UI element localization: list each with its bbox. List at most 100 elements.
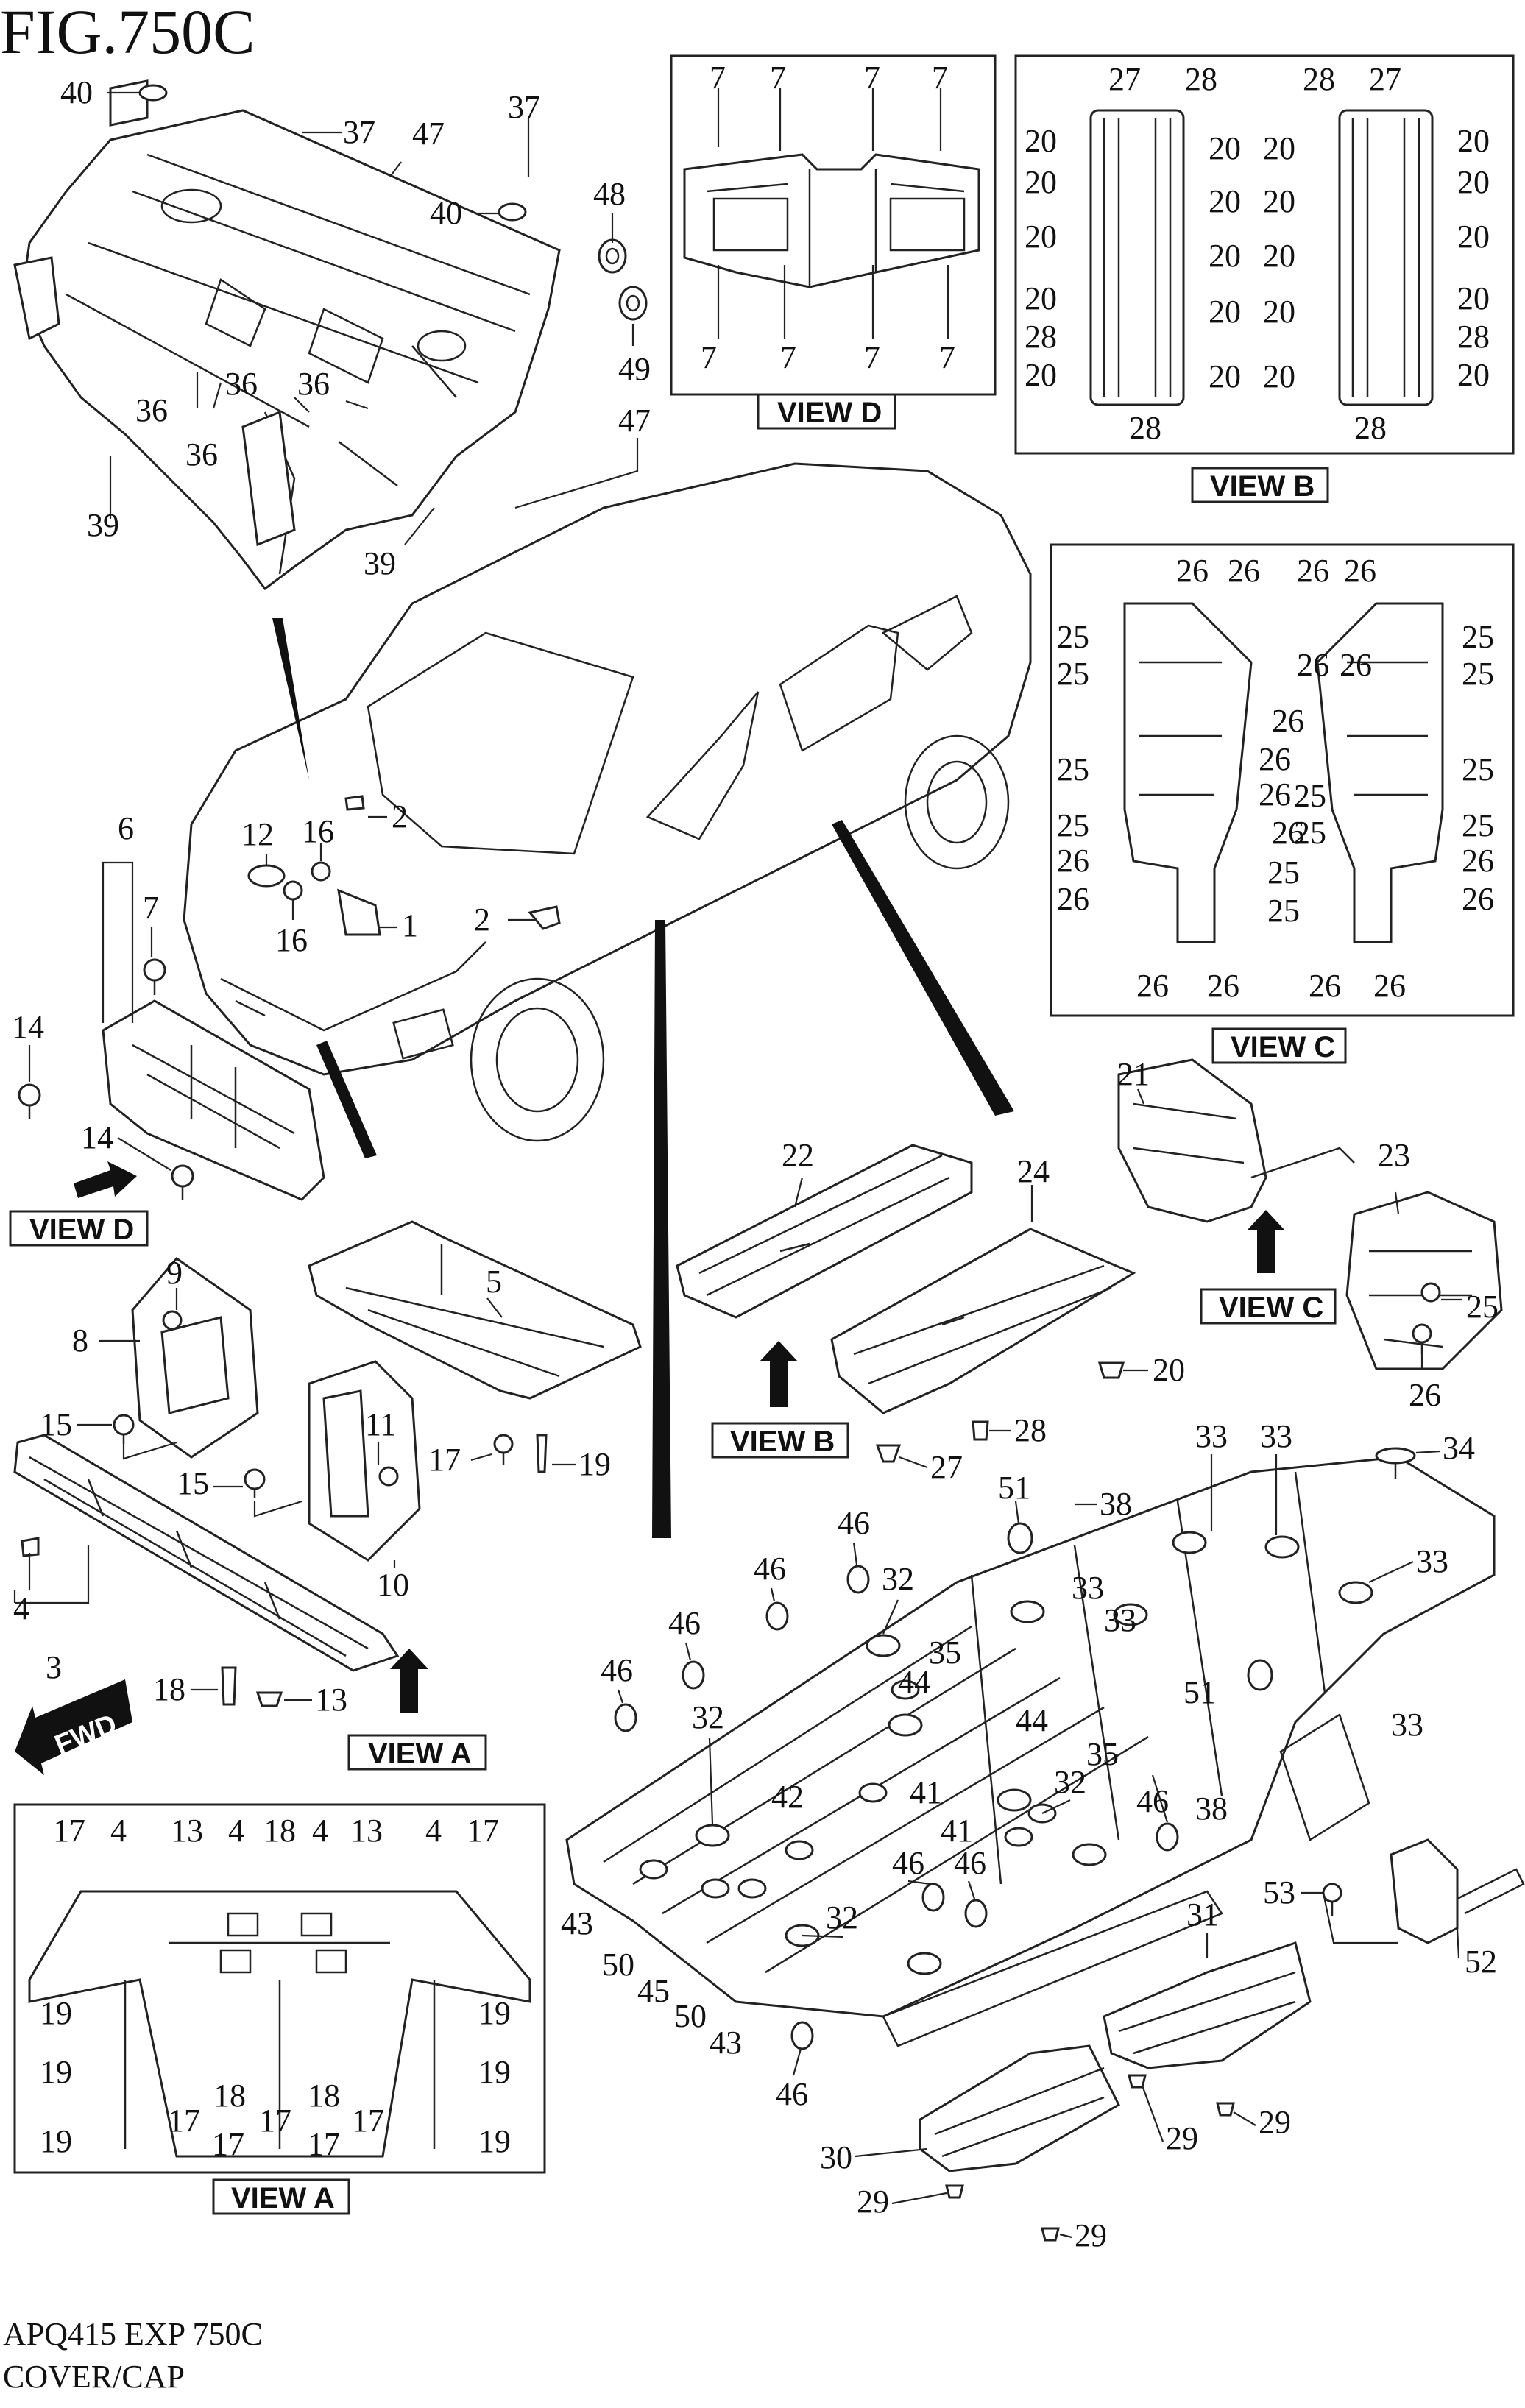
bracket-52 [1390,1838,1525,1944]
view-b-arrow-tag [711,1422,849,1459]
view-b-label-20-12: 20 [1263,183,1295,219]
view-c-label-26-18: 26 [1340,647,1372,683]
view-d-label-1: 7 [710,60,726,96]
callout-36d: 36 [297,366,330,402]
figure-title: FIG.750C [0,0,255,67]
callout-5: 5 [486,1264,502,1300]
view-a-panel-tag [212,2178,350,2215]
callout-2b: 2 [474,902,490,938]
callout-16b: 16 [275,922,308,958]
callout-19: 19 [578,1446,611,1482]
view-b-label-20-3: 20 [1025,219,1057,255]
view-a-label-19c: 19 [40,2123,72,2159]
view-b-label-27b: 27 [1369,61,1401,97]
callout-33c: 33 [1416,1543,1448,1579]
nut-29-c [945,2184,964,2199]
view-c-label-25-5: 25 [1462,619,1494,655]
callout-6: 6 [118,810,134,846]
callout-32b: 32 [692,1699,724,1735]
view-d-label-8: 7 [939,339,955,375]
callout-45: 45 [637,1973,670,2009]
callout-51a: 51 [998,1470,1030,1506]
view-d-arrow-tag [9,1210,149,1247]
clip-26 [1412,1323,1432,1354]
view-b-label-20-5: 20 [1025,357,1057,393]
view-b-label-20-14: 20 [1263,294,1295,330]
callout-47b: 47 [618,403,651,439]
floor-cover-22 [676,1144,973,1319]
view-d-label-2: 7 [770,60,786,96]
callout-46h: 46 [776,2076,808,2112]
vehicle-outline [183,462,1032,1142]
callout-23: 23 [1378,1137,1410,1173]
view-c-label-26-13: 26 [1462,881,1494,917]
view-a-label-19d: 19 [478,1995,511,2031]
callout-29c: 29 [857,2184,889,2220]
view-b-label-20-8: 20 [1209,238,1241,274]
view-b-label-20-15: 20 [1263,358,1295,394]
callout-48: 48 [593,176,626,212]
callout-50a: 50 [602,1947,634,1983]
callout-46b: 46 [754,1551,786,1587]
view-c-label-26-4: 26 [1344,553,1376,589]
view-a-arrow-tag [347,1734,487,1771]
view-d-label-5: 7 [701,339,717,375]
clip-15a [113,1414,135,1444]
view-b-arrow-label: VIEW B [730,1426,835,1458]
view-a-label-4d: 4 [425,1813,442,1849]
callout-33a: 33 [1195,1418,1228,1454]
grommet-34 [1375,1447,1416,1479]
callout-33d: 33 [1072,1570,1104,1606]
view-b-label-20-1: 20 [1025,123,1057,159]
view-b-label-28a: 28 [1185,61,1217,97]
callout-50b: 50 [674,1998,707,2034]
callout-15b: 15 [177,1465,209,1501]
callout-40a: 40 [60,74,93,110]
view-a-arrow-label: VIEW A [368,1738,472,1770]
view-b-panel-tag [1191,467,1329,503]
view-b-frame [1014,54,1515,455]
cowl-panel-assembly [13,79,561,591]
view-c-label-26-7: 26 [1259,741,1291,777]
callout-40b: 40 [430,195,462,231]
view-b-label-20-10: 20 [1209,358,1241,394]
callout-46c: 46 [668,1605,701,1641]
view-c-label-26-8: 26 [1259,776,1291,812]
callout-46f: 46 [892,1845,924,1881]
view-c-label-25-8: 25 [1462,807,1494,843]
callout-41b: 41 [941,1813,973,1849]
callout-27: 27 [930,1449,963,1485]
callout-43b: 43 [710,2025,742,2061]
floor-cover-24 [830,1228,1136,1414]
view-a-label-17c: 17 [168,2103,200,2139]
view-a-undercover [28,1890,531,2158]
view-b-label-20-13: 20 [1263,238,1295,274]
grommet-array [614,1522,1373,2050]
fwd-direction-arrow: FWD [15,1679,132,1775]
callout-42: 42 [771,1779,804,1815]
callout-13: 13 [315,1682,347,1718]
callout-51b: 51 [1183,1674,1216,1710]
bolt-14a [18,1083,41,1119]
view-d-panel-tag [757,393,896,430]
engine-undercover-5 [308,1220,642,1400]
callout-28: 28 [1014,1412,1047,1448]
view-c-label-25-4: 25 [1057,807,1089,843]
view-c-label-26-17: 26 [1373,968,1406,1004]
callout-32c: 32 [1054,1764,1086,1800]
view-c-label-25-11: 25 [1294,778,1326,814]
view-c-arrow-label: VIEW C [1219,1292,1323,1324]
view-a-label-19e: 19 [478,2054,511,2090]
callout-18: 18 [153,1671,185,1707]
callout-35a: 35 [929,1635,961,1671]
view-d-label-4: 7 [932,60,948,96]
callout-3: 3 [46,1649,62,1685]
callout-44b: 44 [1016,1702,1048,1738]
callout-33e: 33 [1104,1602,1136,1638]
view-c-fender-liner-left [1123,602,1253,943]
nut-29-b [1216,2102,1235,2117]
callout-36a: 36 [135,392,168,428]
view-b-label-20-2: 20 [1025,164,1057,200]
view-a-label-19b: 19 [40,2054,72,2090]
front-undercover-3 [13,1434,400,1672]
